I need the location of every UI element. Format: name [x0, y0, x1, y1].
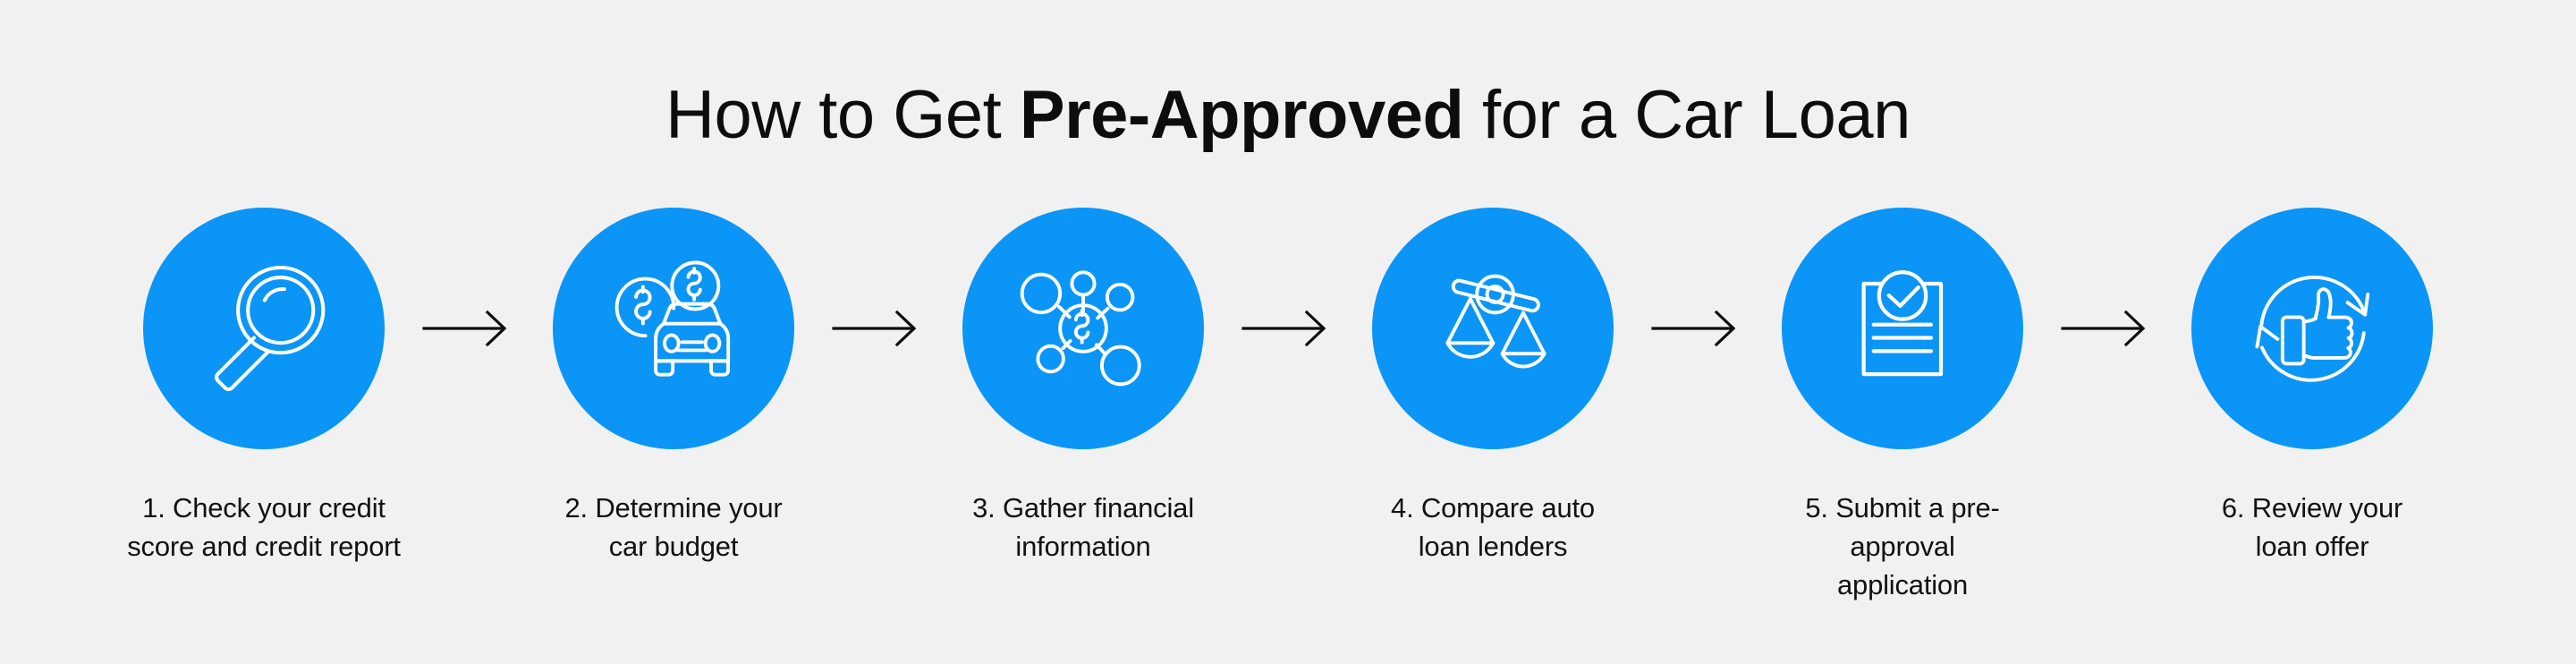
- arrow-right-icon: [1651, 310, 1736, 347]
- connector-1: [411, 208, 526, 449]
- arrow-right-icon: [1241, 310, 1326, 347]
- money-network-icon: [1020, 270, 1141, 387]
- page-title-part2: for a Car Loan: [1463, 76, 1911, 153]
- step-3-caption: 3. Gather financial information: [972, 492, 1194, 562]
- step-2-icon-circle: [553, 208, 794, 449]
- connector-5: [2050, 208, 2165, 449]
- step-4: 4. Compare auto loan lenders: [1345, 208, 1640, 566]
- document-checkmark-icon: [1861, 270, 1944, 377]
- step-5-caption: 5. Submit a pre-approval application: [1805, 492, 2000, 600]
- connector-3: [1231, 208, 1345, 449]
- step-5: 5. Submit a pre-approval application: [1755, 208, 2050, 604]
- step-1-caption: 1. Check your credit score and credit re…: [127, 492, 401, 562]
- arrow-right-icon: [832, 310, 917, 347]
- connector-4: [1640, 208, 1755, 449]
- balance-scales-icon: [1445, 274, 1546, 369]
- arrow-right-icon: [422, 310, 507, 347]
- car-with-money-icon: [614, 260, 731, 377]
- page-title: How to Get Pre-Approved for a Car Loan: [665, 76, 1911, 153]
- step-3: 3. Gather financial information: [936, 208, 1231, 566]
- step-5-icon-circle: [1782, 208, 2023, 449]
- step-1-icon-circle: [143, 208, 385, 449]
- step-4-caption: 4. Compare auto loan lenders: [1391, 492, 1595, 562]
- thumbs-up-refresh-icon: [2255, 276, 2370, 382]
- steps-row: 1. Check your credit score and credit re…: [0, 208, 2576, 604]
- magnifying-glass-icon: [215, 265, 326, 392]
- step-6: 6. Review your loan offer: [2165, 208, 2460, 566]
- page-title-container: How to Get Pre-Approved for a Car Loan: [0, 32, 2576, 199]
- step-4-icon-circle: [1372, 208, 1614, 449]
- step-2: 2. Determine your car budget: [526, 208, 821, 566]
- page-title-emphasis: Pre-Approved: [1019, 76, 1464, 153]
- step-3-icon-circle: [962, 208, 1204, 449]
- page-title-part1: How to Get: [665, 76, 1020, 153]
- step-6-caption: 6. Review your loan offer: [2221, 492, 2403, 562]
- step-6-icon-circle: [2191, 208, 2433, 449]
- step-2-caption: 2. Determine your car budget: [564, 492, 783, 562]
- connector-2: [821, 208, 936, 449]
- arrow-right-icon: [2061, 310, 2146, 347]
- step-1: 1. Check your credit score and credit re…: [116, 208, 411, 566]
